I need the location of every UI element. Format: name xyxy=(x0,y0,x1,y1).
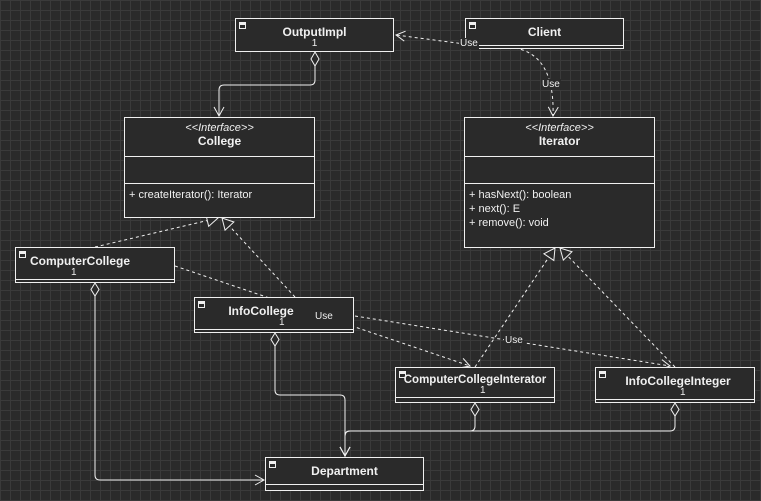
diamond-ic-integer xyxy=(670,402,680,417)
use-label-info-college: Use xyxy=(314,311,334,322)
realization-cc-iterator xyxy=(474,247,556,368)
multiplicity: 1 xyxy=(680,387,686,398)
multiplicity: 1 xyxy=(311,38,318,49)
operations-list: + createIterator(): Iterator xyxy=(125,183,314,206)
aggregation-info-college-department xyxy=(274,346,351,458)
class-name: OutputImpl xyxy=(282,25,347,39)
interface-iterator[interactable]: <<Interface>> Iterator + hasNext(): bool… xyxy=(464,117,655,248)
use-label-client-iterator: Use xyxy=(541,79,561,90)
operation: + remove(): void xyxy=(469,217,549,229)
realization-ic-integer xyxy=(559,247,676,368)
class-info-college-integer[interactable]: InfoCollegeInteger 1 xyxy=(595,367,755,403)
aggregation-cc-iterator-department xyxy=(339,416,476,458)
aggregation-computer-college-department xyxy=(94,296,266,486)
use-label-computer-college: Use xyxy=(504,335,524,346)
diamond-output-impl xyxy=(310,50,320,68)
aggregation-ic-integer-department xyxy=(339,416,676,458)
aggregation-output-college xyxy=(213,66,316,118)
dependency-computer-college-iterator xyxy=(174,265,471,369)
collapse-icon[interactable] xyxy=(399,371,406,378)
collapse-icon[interactable] xyxy=(19,251,26,258)
collapse-icon[interactable] xyxy=(198,301,205,308)
dependency-client-iterator xyxy=(514,47,559,118)
stereotype: <<Interface>> xyxy=(185,122,254,134)
collapse-icon[interactable] xyxy=(239,22,246,29)
multiplicity: 1 xyxy=(480,385,486,396)
interface-college[interactable]: <<Interface>> College + createIterator()… xyxy=(124,117,315,218)
operation: + hasNext(): boolean xyxy=(469,189,572,201)
collapse-icon[interactable] xyxy=(469,22,476,29)
class-name: ComputerCollegeInterator xyxy=(403,374,547,386)
dependency-info-college-integer xyxy=(354,315,672,370)
collapse-icon[interactable] xyxy=(269,461,276,468)
class-output-impl[interactable]: OutputImpl 1 xyxy=(235,18,394,52)
class-computer-college[interactable]: ComputerCollege 1 xyxy=(15,247,175,283)
operation: + createIterator(): Iterator xyxy=(129,189,253,201)
dependency-client-output xyxy=(394,30,496,49)
class-name: ComputerCollege xyxy=(29,254,130,268)
use-label-client-output: Use xyxy=(459,38,479,49)
multiplicity: 1 xyxy=(279,317,285,328)
multiplicity: 1 xyxy=(71,267,77,278)
operations-list: + hasNext(): boolean + next(): E + remov… xyxy=(465,183,654,234)
class-name: InfoCollegeInteger xyxy=(625,374,731,388)
class-client[interactable]: Client xyxy=(465,18,624,49)
operation: + next(): E xyxy=(469,203,521,215)
interface-name: College xyxy=(197,134,242,148)
diamond-cc-iterator xyxy=(470,402,480,417)
class-name: Department xyxy=(311,464,378,478)
interface-name: Iterator xyxy=(538,134,581,148)
class-department[interactable]: Department xyxy=(265,457,424,491)
realization-computer-college xyxy=(94,213,220,248)
diamond-info-college xyxy=(270,332,280,347)
class-name: Client xyxy=(527,25,562,39)
stereotype: <<Interface>> xyxy=(525,122,594,134)
class-computer-college-interator[interactable]: ComputerCollegeInterator 1 xyxy=(395,367,555,403)
collapse-icon[interactable] xyxy=(599,371,606,378)
class-name: InfoCollege xyxy=(228,304,294,318)
diamond-computer-college xyxy=(90,282,100,297)
